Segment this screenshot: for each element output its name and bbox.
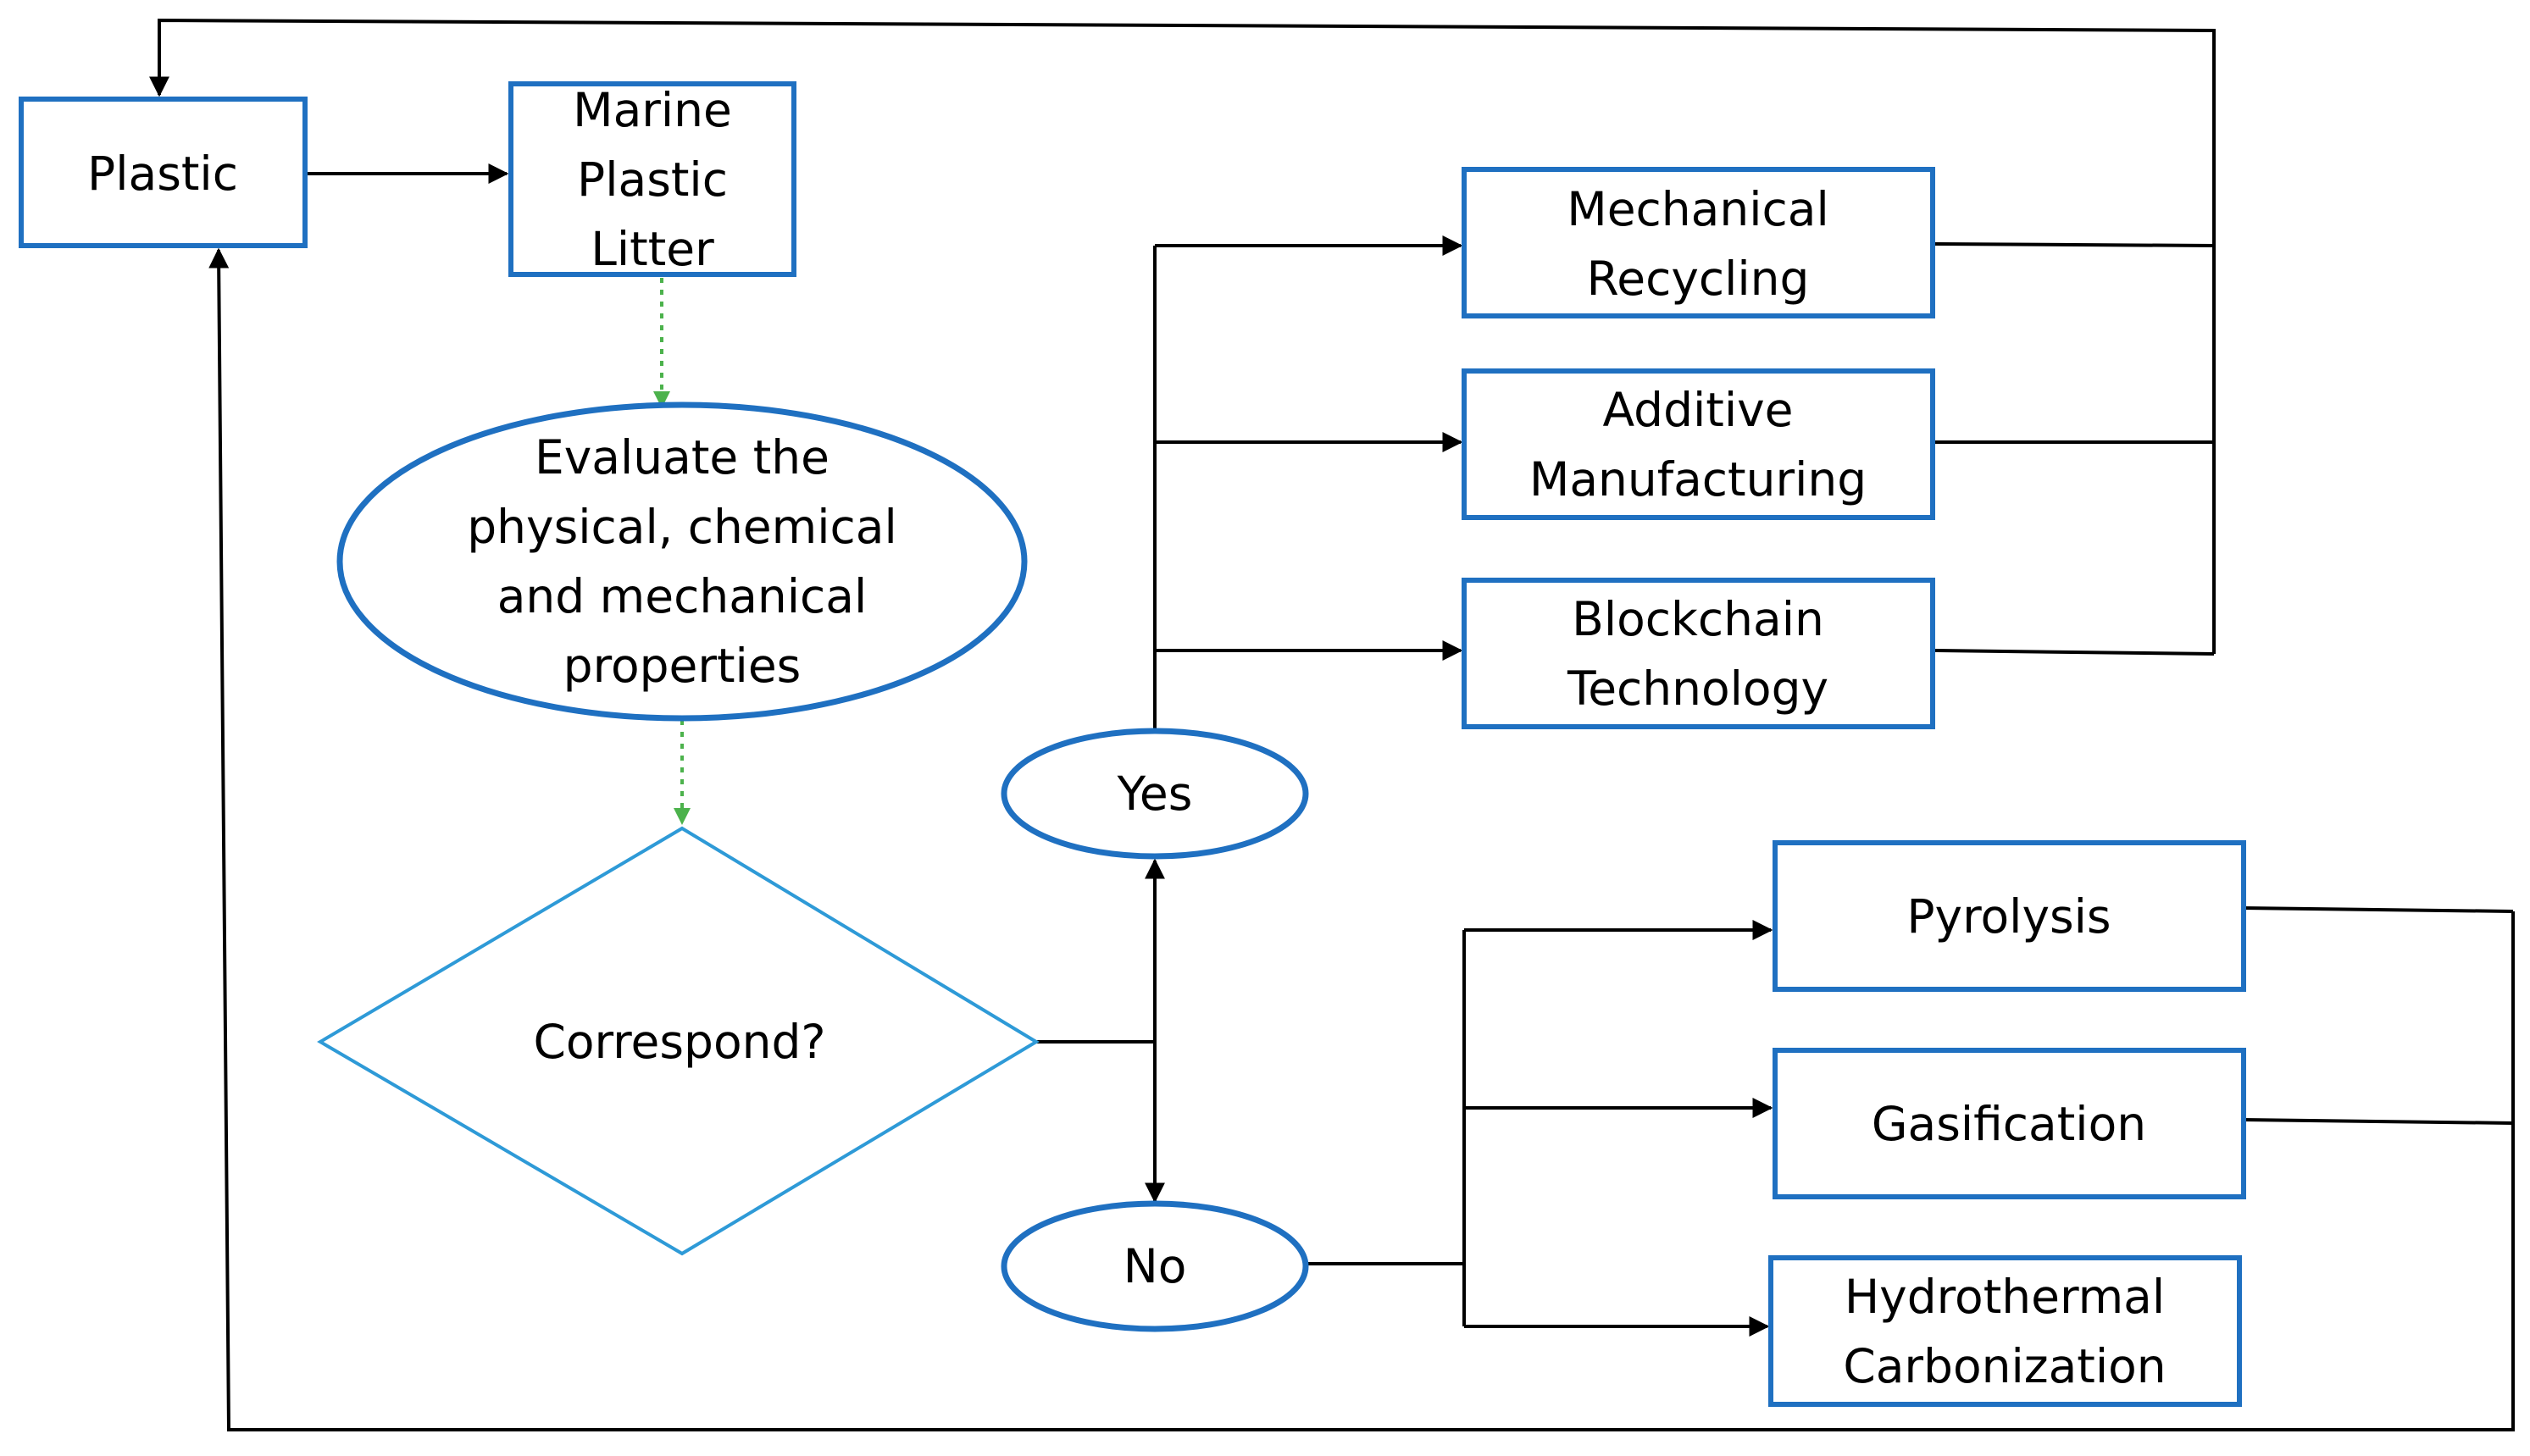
label-line: Marine bbox=[573, 83, 732, 137]
label-line: Manufacturing bbox=[1529, 452, 1867, 507]
label-line: properties bbox=[563, 639, 802, 693]
label-line: Correspond? bbox=[533, 1015, 825, 1069]
label-line: Evaluate the bbox=[535, 430, 829, 484]
pyrolysis-box: Pyrolysis bbox=[1773, 840, 2246, 992]
correspond-diamond: Correspond? bbox=[317, 826, 1040, 1256]
label-line: physical, chemical bbox=[467, 500, 896, 554]
label-line: Recycling bbox=[1587, 252, 1810, 306]
line-gasification-out bbox=[2243, 1118, 2514, 1125]
gasification-label: Gasification bbox=[1872, 1097, 2146, 1151]
connectors bbox=[149, 18, 2515, 1431]
label-line: Yes bbox=[1117, 767, 1193, 821]
evaluate-properties-label: Evaluate the physical, chemical and mechan… bbox=[467, 430, 896, 693]
plastic-box-label: Plastic bbox=[87, 147, 238, 201]
label-line: Gasification bbox=[1872, 1097, 2146, 1151]
label-line: No bbox=[1124, 1239, 1187, 1293]
yes-label: Yes bbox=[1117, 767, 1193, 821]
gasification-box: Gasification bbox=[1773, 1048, 2246, 1199]
label-line: Carbonization bbox=[1843, 1339, 2166, 1393]
label-line: Mechanical bbox=[1567, 182, 1828, 236]
line-blockchain-technology-out bbox=[1934, 649, 2215, 656]
label-line: Additive bbox=[1603, 383, 1794, 437]
label-line: Plastic bbox=[87, 147, 238, 201]
pyrolysis-label: Pyrolysis bbox=[1906, 889, 2111, 944]
evaluate-properties-ellipse: Evaluate the physical, chemical and mechan… bbox=[336, 401, 1028, 722]
label-line: Blockchain bbox=[1572, 592, 1824, 646]
no-label: No bbox=[1124, 1239, 1187, 1293]
no-ellipse: No bbox=[1001, 1200, 1309, 1332]
arrow-energy-loop-to-plastic bbox=[208, 247, 2515, 1431]
label-line: Pyrolysis bbox=[1906, 889, 2111, 944]
label-line: Litter bbox=[591, 222, 714, 276]
arrow-reuse-loop-to-plastic bbox=[149, 18, 2216, 654]
label-line: and mechanical bbox=[497, 569, 868, 623]
yes-ellipse: Yes bbox=[1001, 728, 1309, 860]
label-line: Plastic bbox=[577, 152, 728, 207]
label-line: Hydrothermal bbox=[1845, 1270, 2165, 1324]
label-line: Technology bbox=[1567, 662, 1828, 716]
line-pyrolysis-out bbox=[2243, 906, 2514, 913]
plastic-box: Plastic bbox=[19, 97, 308, 248]
correspond-label: Correspond? bbox=[533, 1015, 825, 1069]
line-mechanical-recycling-out bbox=[1934, 242, 2215, 247]
